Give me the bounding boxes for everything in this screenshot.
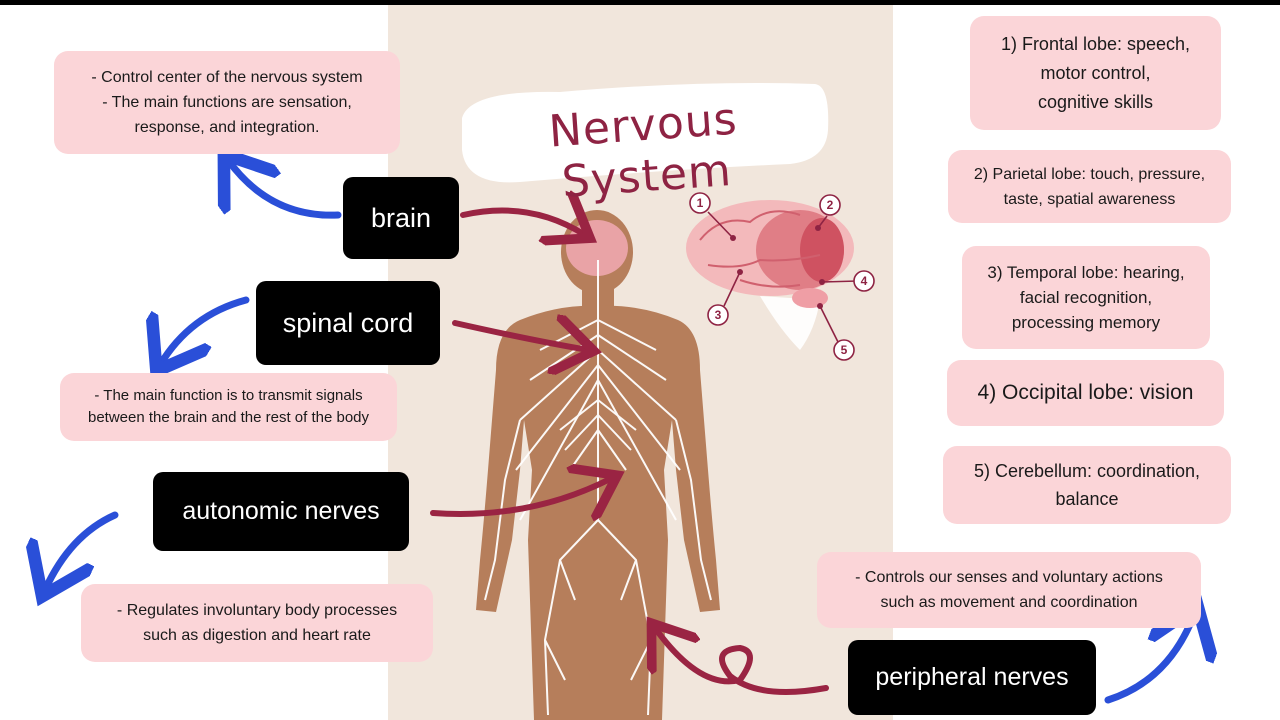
brain-part-line: cognitive skills <box>1037 91 1154 112</box>
brain-marker-4-text: 4 <box>861 274 868 288</box>
brain-part-line: facial recognition, <box>1019 288 1153 307</box>
brain-marker-2 <box>819 194 841 216</box>
brain-marker-2-text: 2 <box>827 198 834 212</box>
brain-part-line: balance <box>1055 489 1119 509</box>
label-peripheral-nerves: peripheral nerves <box>848 640 1096 715</box>
label-brain: brain <box>343 177 459 259</box>
brain-part-line: taste, spatial awareness <box>1003 190 1176 208</box>
title-banner <box>462 83 829 183</box>
spinal-desc-line: between the brain and the rest of the bo… <box>87 409 370 426</box>
arrow-peripheral <box>655 628 829 695</box>
blue-arrow-brain <box>228 160 342 219</box>
brain-part-occipital-box: 4) Occipital lobe: vision <box>947 360 1224 426</box>
brain-desc-line: - Control center of the nervous system <box>91 69 363 86</box>
brain-part-frontal-box: 1) Frontal lobe: speech, motor control, … <box>970 16 1221 130</box>
label-spinal-cord: spinal cord <box>256 281 440 365</box>
brain-part-line: processing memory <box>1011 313 1161 332</box>
brain-marker-1 <box>689 192 711 214</box>
brain-marker-4 <box>853 270 875 292</box>
blue-arrow-spinal <box>160 296 250 365</box>
brain-desc-line: - The main functions are sensation, <box>102 94 352 111</box>
brain-marker-5-text: 5 <box>841 343 848 357</box>
autonomic-description-box: - Regulates involuntary body processes s… <box>81 584 433 662</box>
brain-part-line: 5) Cerebellum: coordination, <box>973 461 1201 481</box>
peripheral-desc-line: such as movement and coordination <box>880 594 1138 611</box>
brain-diagram: 1 2 3 4 5 <box>686 192 875 361</box>
top-border <box>0 0 1280 5</box>
brain-part-line: 2) Parietal lobe: touch, pressure, <box>973 165 1206 183</box>
arrow-autonomic <box>430 478 612 514</box>
brain-part-line: 3) Temporal lobe: hearing, <box>987 263 1185 282</box>
blue-arrow-autonomic <box>45 511 119 590</box>
brain-marker-1-text: 1 <box>697 196 704 210</box>
arrow-brain <box>460 211 585 236</box>
brain-part-cerebellum-box: 5) Cerebellum: coordination, balance <box>943 446 1231 524</box>
label-autonomic-nerves: autonomic nerves <box>153 472 409 551</box>
spinal-cord-description-box: - The main function is to transmit signa… <box>60 373 397 441</box>
peripheral-desc-line: - Controls our senses and voluntary acti… <box>855 569 1163 586</box>
spinal-desc-line: - The main function is to transmit signa… <box>94 387 363 404</box>
brain-part-parietal-box: 2) Parietal lobe: touch, pressure, taste… <box>948 150 1231 223</box>
peripheral-description-box: - Controls our senses and voluntary acti… <box>817 552 1201 628</box>
brain-marker-3-text: 3 <box>715 308 722 322</box>
brain-part-temporal-box: 3) Temporal lobe: hearing, facial recogn… <box>962 246 1210 349</box>
brain-part-line: 1) Frontal lobe: speech, <box>1000 33 1191 54</box>
autonomic-desc-line: such as digestion and heart rate <box>143 627 371 644</box>
brain-description-box: - Control center of the nervous system -… <box>54 51 400 154</box>
brain-part-line: 4) Occipital lobe: vision <box>977 381 1194 404</box>
autonomic-desc-line: - Regulates involuntary body processes <box>116 602 398 619</box>
brain-desc-line: response, and integration. <box>134 119 320 136</box>
brain-marker-3 <box>707 304 729 326</box>
brain-marker-5 <box>833 339 855 361</box>
arrow-spinal-cord <box>452 323 588 350</box>
brain-part-line: motor control, <box>1040 62 1151 83</box>
